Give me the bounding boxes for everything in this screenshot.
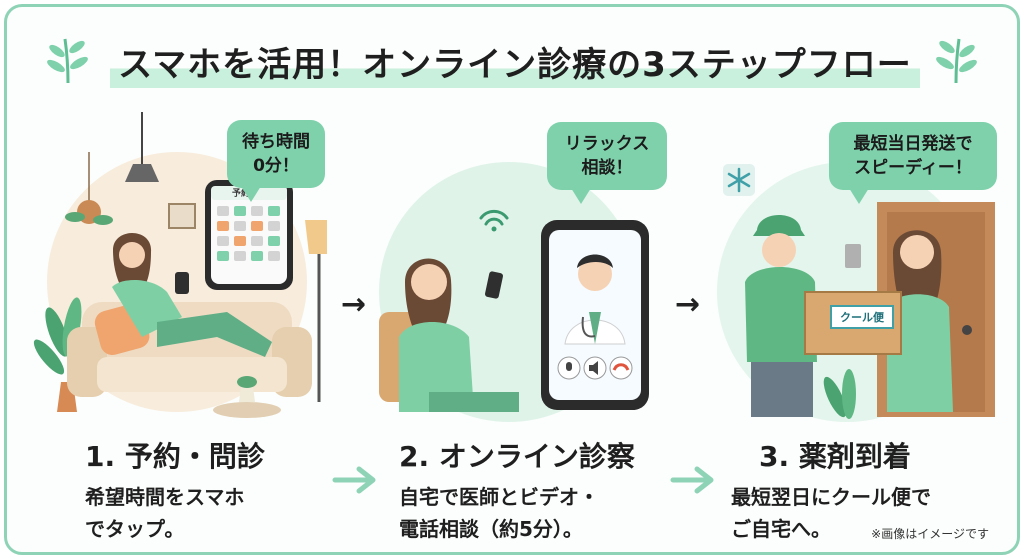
hang-up-icon bbox=[612, 363, 630, 371]
bubble-line: 最短当日発送で bbox=[853, 134, 973, 154]
bubble-line: 待ち時間 bbox=[242, 132, 310, 152]
step3-illustration: クール便 最短当日発送で スピーディー！ bbox=[707, 112, 1007, 427]
wifi-icon bbox=[479, 209, 509, 226]
arrow-right-icon bbox=[332, 466, 376, 494]
image-disclaimer: ※画像はイメージです bbox=[871, 527, 989, 541]
speaker-icon bbox=[589, 361, 598, 375]
snowflake-icon bbox=[727, 167, 751, 193]
step2-illustration: リラックス 相談！ bbox=[369, 112, 669, 427]
bubble-line: 0分！ bbox=[253, 156, 299, 176]
speech-bubble-step3: 最短当日発送で スピーディー！ bbox=[829, 122, 997, 204]
description-line: ご自宅へ。 bbox=[731, 517, 831, 541]
bubble-line: スピーディー！ bbox=[854, 158, 972, 178]
description-line: 希望時間をスマホ bbox=[85, 485, 245, 509]
description-line: 最短翌日にクール便で bbox=[731, 485, 931, 509]
bubble-line: リラックス bbox=[564, 134, 650, 154]
box-label: クール便 bbox=[840, 311, 884, 324]
microphone-icon bbox=[566, 362, 572, 371]
calendar-grid bbox=[217, 206, 280, 261]
speech-bubble-step2: リラックス 相談！ bbox=[547, 122, 667, 204]
step3-title: 3. 薬剤到着 bbox=[759, 440, 911, 473]
speech-bubble-step1: 待ち時間 0分！ bbox=[227, 120, 325, 202]
arrow-right-icon: → bbox=[341, 287, 367, 322]
description-line: でタップ。 bbox=[85, 517, 185, 541]
step2-title: 2. オンライン診察 bbox=[399, 440, 635, 473]
step1-description: 希望時間をスマホ でタップ。 bbox=[85, 481, 244, 545]
leaf-icon bbox=[936, 38, 977, 84]
infographic-frame: スマホを活用！オンライン診療の3ステップフロー bbox=[4, 4, 1020, 555]
step1-title: 1. 予約・問診 bbox=[85, 440, 265, 473]
page-title: スマホを活用！オンライン診療の3ステップフロー bbox=[110, 37, 920, 88]
description-line: 自宅で医師とビデオ・ bbox=[399, 485, 599, 509]
step2-description: 自宅で医師とビデオ・ 電話相談（約5分）。 bbox=[399, 481, 599, 545]
step3-description: 最短翌日にクール便で ご自宅へ。 bbox=[731, 481, 931, 545]
description-line: 電話相談（約5分）。 bbox=[399, 517, 583, 541]
arrow-right-icon bbox=[670, 466, 714, 494]
step1-illustration: 予約 待ち時間 0分！ bbox=[27, 112, 327, 427]
bubble-line: 相談！ bbox=[581, 158, 633, 178]
arrow-right-icon: → bbox=[675, 287, 701, 322]
leaf-icon bbox=[47, 38, 88, 84]
